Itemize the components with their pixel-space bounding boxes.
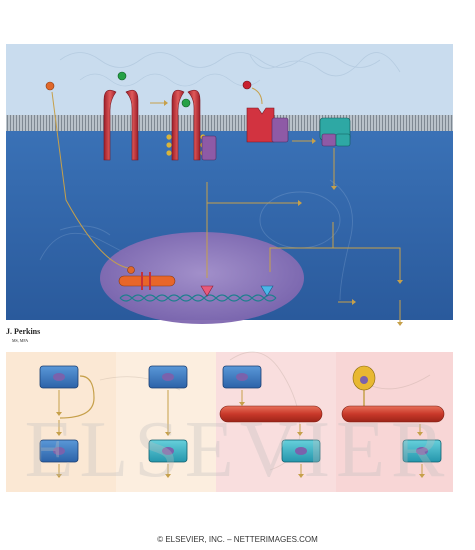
dna-helix [119,294,277,302]
pathway-right [333,247,401,280]
artist-credentials: MS, MFA [12,338,29,343]
extracellular-space [6,44,453,118]
binding-arrow [251,87,263,105]
muscle-fiber [341,405,445,423]
kinase-adaptor [201,135,217,161]
receptor-dimer-inactive [103,89,139,161]
receptor-red-block [246,107,275,143]
top-panel [6,44,453,326]
phosphate-bead [166,150,172,156]
muscle-fiber [219,405,323,423]
copyright-notice: © ELSEVIER, INC. – NETTERIMAGES.COM [157,535,318,544]
artist-signature: J. Perkins MS, MFA [6,322,86,343]
transcription-factor-pink [200,285,214,297]
transcription-factor-blue [260,285,274,297]
ligand-orange-nuclear [127,266,135,274]
artist-name: J. Perkins [6,327,41,336]
pathway-to-nucleus [269,222,334,272]
autocrine-loop-arrow [59,375,95,419]
cell-membrane [6,115,453,131]
kinase-purple-block [271,117,289,143]
ligand-green-sphere-free [117,71,127,81]
ligand-green-sphere-bound [181,98,191,108]
phosphate-bead [166,142,172,148]
receptor-dimer-active [166,89,217,161]
foliage-watermark [59,52,401,87]
bottom-panel [6,351,453,492]
active-complex-teal [319,117,351,147]
ligand-orange-sphere [45,81,55,91]
ligand-diffusion-arrow [51,91,129,269]
ligand-red-sphere [242,80,252,90]
phosphate-bead [166,134,172,140]
transcription-factor-orange [118,275,176,287]
